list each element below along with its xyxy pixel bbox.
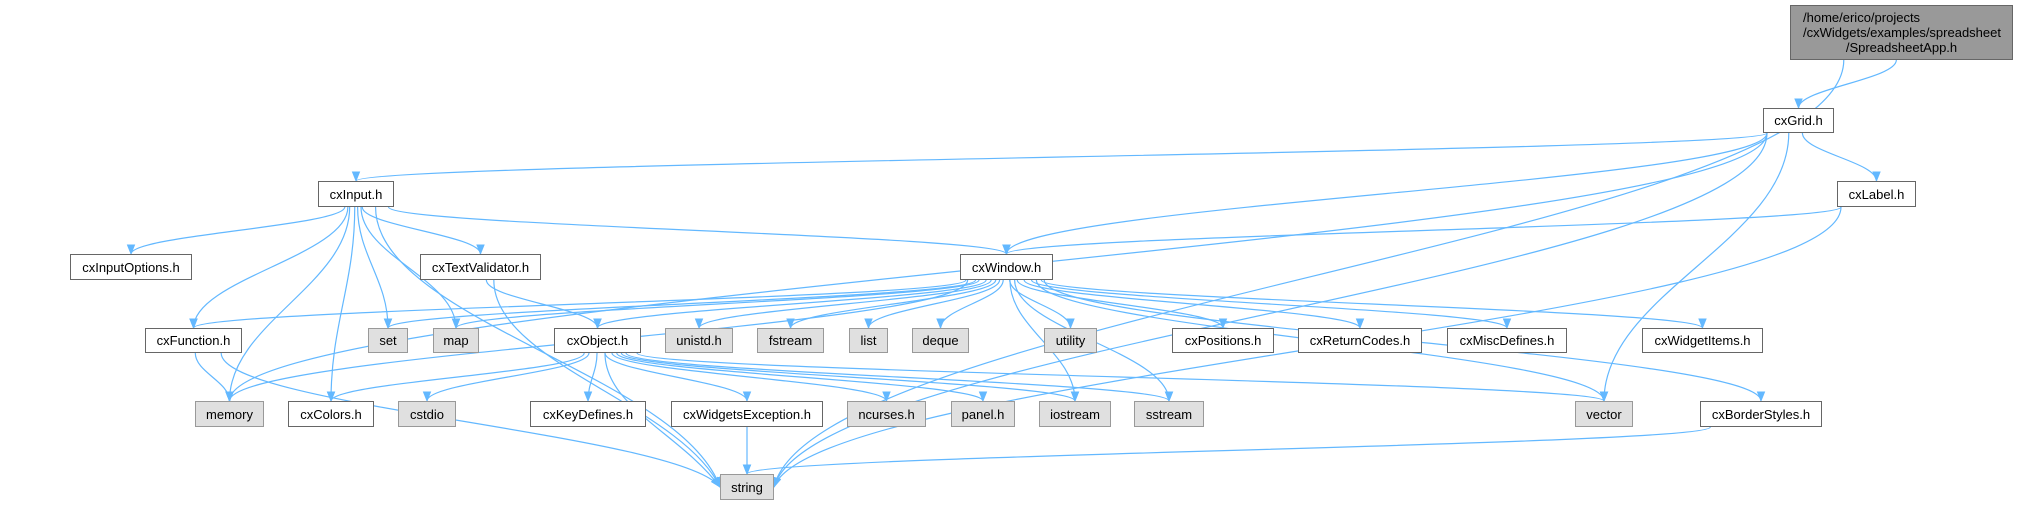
node-cxlabel[interactable]: cxLabel.h [1837, 181, 1916, 207]
edge-root-to-cxgrid [1794, 59, 1897, 110]
edge-cxgrid-to-cxwindow [1002, 132, 1768, 256]
edge-cxtextvalidator-to-string [493, 279, 721, 488]
edge-cxinput-to-set [357, 206, 393, 330]
node-cxcolors[interactable]: cxColors.h [288, 401, 374, 427]
edge-cxwindow-to-cxobject [593, 279, 987, 330]
edge-cxwindow-to-utility [1009, 279, 1075, 330]
node-vector[interactable]: vector [1575, 401, 1633, 427]
node-cxwidgetsexception[interactable]: cxWidgetsException.h [671, 401, 823, 427]
node-panel[interactable]: panel.h [951, 401, 1015, 427]
edge-cxobject-to-cxkeydefines [583, 352, 598, 403]
edge-cxwindow-to-iostream [1009, 279, 1080, 403]
edge-cxobject-to-sstream [625, 352, 1174, 403]
edge-cxinput-to-memory [225, 206, 351, 403]
node-cxinputoptions[interactable]: cxInputOptions.h [70, 254, 192, 280]
edge-cxtextvalidator-to-cxobject [485, 279, 602, 330]
edge-cxwindow-to-cxpositions [1016, 279, 1228, 330]
node-cxreturncodes[interactable]: cxReturnCodes.h [1298, 328, 1422, 353]
edge-cxobject-to-cstdio [422, 352, 590, 403]
edge-cxwindow-to-cxfunction [189, 279, 967, 330]
edge-cxinput-to-cxwindow [387, 206, 1011, 256]
node-utility[interactable]: utility [1044, 328, 1097, 353]
node-unistd[interactable]: unistd.h [665, 328, 733, 353]
node-deque[interactable]: deque [912, 328, 969, 353]
root-path-line-2: /cxWidgets/examples/spreadsheet [1803, 25, 2001, 40]
edge-cxwindow-to-list [864, 279, 1001, 330]
node-cxgrid[interactable]: cxGrid.h [1763, 108, 1834, 133]
edge-cxwindow-to-cxwidgetitems [1040, 279, 1707, 330]
edge-cxobject-to-vector [636, 352, 1608, 403]
node-iostream[interactable]: iostream [1039, 401, 1111, 427]
node-cstdio[interactable]: cstdio [398, 401, 456, 427]
edge-cxwindow-to-set [383, 279, 977, 330]
edge-cxobject-to-cxwidgetsexception [604, 352, 752, 403]
edge-cxobject-to-panel [616, 352, 988, 403]
edge-cxobject-to-iostream [620, 352, 1080, 403]
edge-cxgrid-to-vector [1599, 132, 1790, 403]
edge-cxgrid-to-cxlabel [1801, 132, 1881, 183]
root-path-line-1: /home/erico/projects [1803, 10, 1921, 25]
node-sstream[interactable]: sstream [1134, 401, 1204, 427]
edge-cxwindow-to-map [451, 279, 980, 330]
edge-cxobject-to-string [604, 352, 721, 488]
node-cxborderstyles[interactable]: cxBorderStyles.h [1700, 401, 1822, 427]
edge-cxinput-to-map [360, 206, 461, 330]
edge-cxinput-to-cxcolors [326, 206, 356, 403]
node-cxfunction[interactable]: cxFunction.h [145, 328, 242, 353]
node-set[interactable]: set [368, 328, 408, 353]
node-list[interactable]: list [849, 328, 888, 353]
edge-cxwindow-to-fstream [786, 279, 997, 330]
node-cxtextvalidator[interactable]: cxTextValidator.h [420, 254, 541, 280]
edge-cxwindow-to-cxmiscdefines [1030, 279, 1512, 330]
node-map[interactable]: map [433, 328, 479, 353]
node-cxwindow[interactable]: cxWindow.h [960, 254, 1053, 280]
node-fstream[interactable]: fstream [757, 328, 824, 353]
edge-cxwindow-to-unistd [694, 279, 992, 330]
root-path-line-3: /SpreadsheetApp.h [1845, 40, 1958, 55]
node-cxinput[interactable]: cxInput.h [318, 181, 394, 207]
edge-cxgrid-to-string [772, 132, 1768, 489]
edge-cxwindow-to-deque [936, 279, 1004, 330]
edge-cxinput-to-cxinputoptions [126, 206, 346, 256]
node-cxmiscdefines[interactable]: cxMiscDefines.h [1447, 328, 1567, 353]
node-memory[interactable]: memory [195, 401, 264, 427]
edge-cxobject-to-cxcolors [326, 352, 585, 403]
edge-cxborderstyles-to-string [743, 426, 1711, 476]
node-string[interactable]: string [720, 474, 774, 500]
node-cxkeydefines[interactable]: cxKeyDefines.h [530, 401, 646, 427]
node-root-spreadsheetapp[interactable]: /home/erico/projects /cxWidgets/examples… [1790, 5, 2013, 60]
node-ncurses[interactable]: ncurses.h [847, 401, 926, 427]
edge-cxinput-to-cxtextvalidator [361, 206, 485, 256]
node-cxobject[interactable]: cxObject.h [554, 328, 641, 353]
edge-cxobject-to-ncurses [611, 352, 891, 403]
edge-cxinput-to-cxfunction [189, 206, 349, 330]
node-cxwidgetitems[interactable]: cxWidgetItems.h [1642, 328, 1763, 353]
edge-cxgrid-to-cxinput [352, 132, 1768, 183]
node-cxpositions[interactable]: cxPositions.h [1172, 328, 1274, 353]
edge-cxlabel-to-cxwindow [1002, 206, 1842, 256]
